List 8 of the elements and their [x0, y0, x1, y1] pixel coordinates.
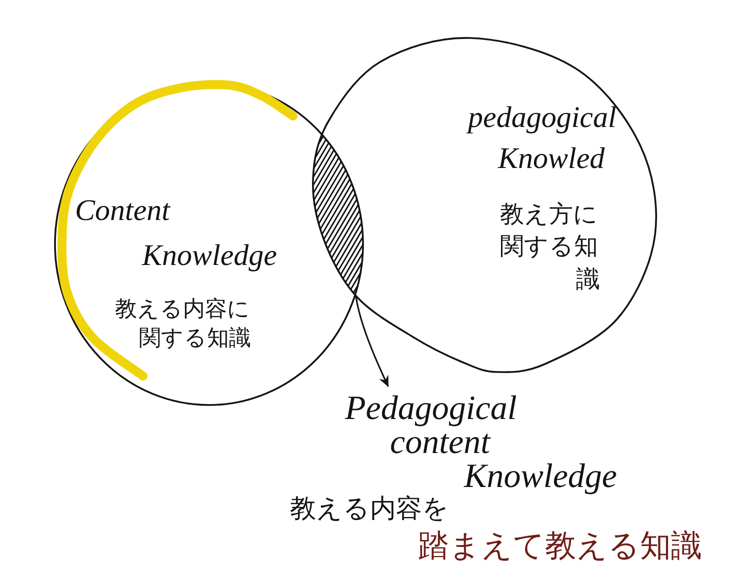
- concept-title: pedagogical Knowled: [468, 100, 618, 176]
- concept-description: 踏まえて教える知識: [418, 528, 702, 566]
- concept-description: 教える内容を: [290, 494, 449, 526]
- concept-title: Content Knowledge: [75, 193, 277, 274]
- arrow: [355, 296, 389, 388]
- concept-title: Pedagogical content Knowledge: [345, 392, 617, 494]
- concept-description: 教え方に関する知識: [500, 199, 600, 295]
- concept-description: 教える内容に関する知識: [115, 296, 251, 353]
